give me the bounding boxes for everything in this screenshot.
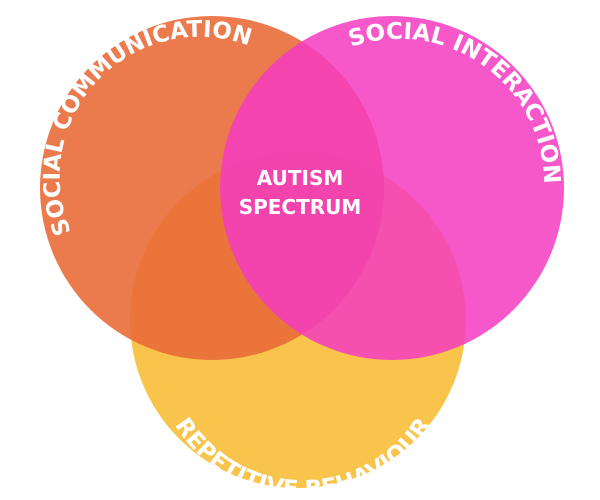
social-interaction-circle — [220, 16, 564, 360]
center-label-line-1: AUTISM — [257, 166, 344, 190]
center-label-line-2: SPECTRUM — [239, 195, 362, 219]
